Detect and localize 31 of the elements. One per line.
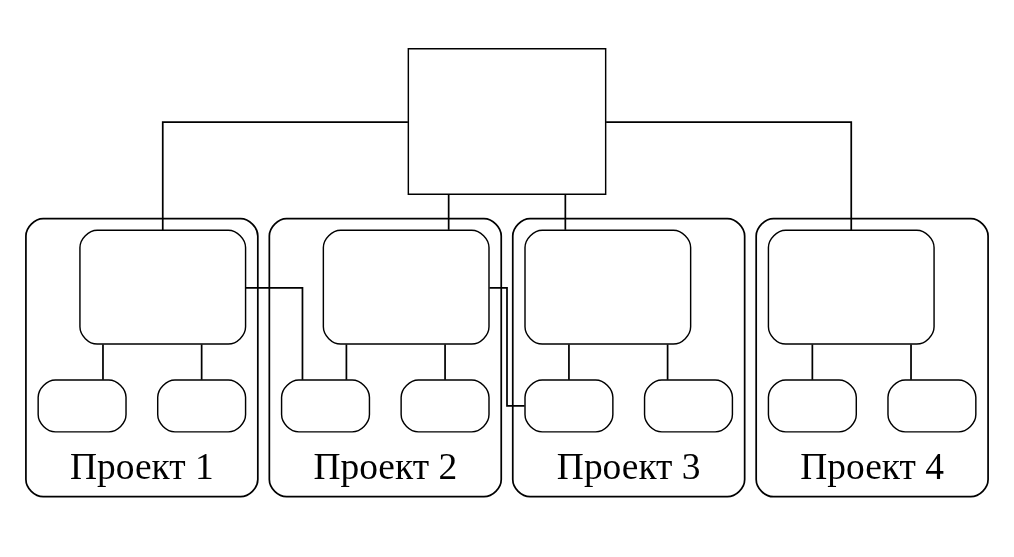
node-box xyxy=(887,379,977,433)
node-box xyxy=(524,229,692,345)
node-box xyxy=(322,229,490,345)
connector xyxy=(244,287,304,381)
connector xyxy=(564,193,567,231)
node-box xyxy=(37,379,127,433)
connector xyxy=(161,121,409,231)
node-box xyxy=(767,379,857,433)
connector xyxy=(910,343,912,381)
connector xyxy=(345,343,348,381)
node-box xyxy=(643,379,734,433)
node-box xyxy=(524,379,614,433)
node-box xyxy=(767,229,935,345)
node-box xyxy=(157,379,247,433)
connector xyxy=(568,343,570,381)
connector xyxy=(447,193,450,231)
connector xyxy=(605,121,853,231)
cluster: Проект 4 xyxy=(755,217,989,498)
connector xyxy=(488,287,526,407)
node-box xyxy=(79,229,247,345)
node-box xyxy=(407,48,607,195)
cluster: Проект 1 xyxy=(25,217,259,498)
node-box xyxy=(400,379,490,433)
connector xyxy=(200,343,203,381)
connector xyxy=(102,343,104,381)
connector xyxy=(811,343,814,381)
node-box xyxy=(280,379,371,433)
cluster: Проект 2 xyxy=(268,217,503,498)
cluster: Проект 3 xyxy=(511,217,746,498)
connector xyxy=(666,343,669,381)
connector xyxy=(444,343,446,381)
